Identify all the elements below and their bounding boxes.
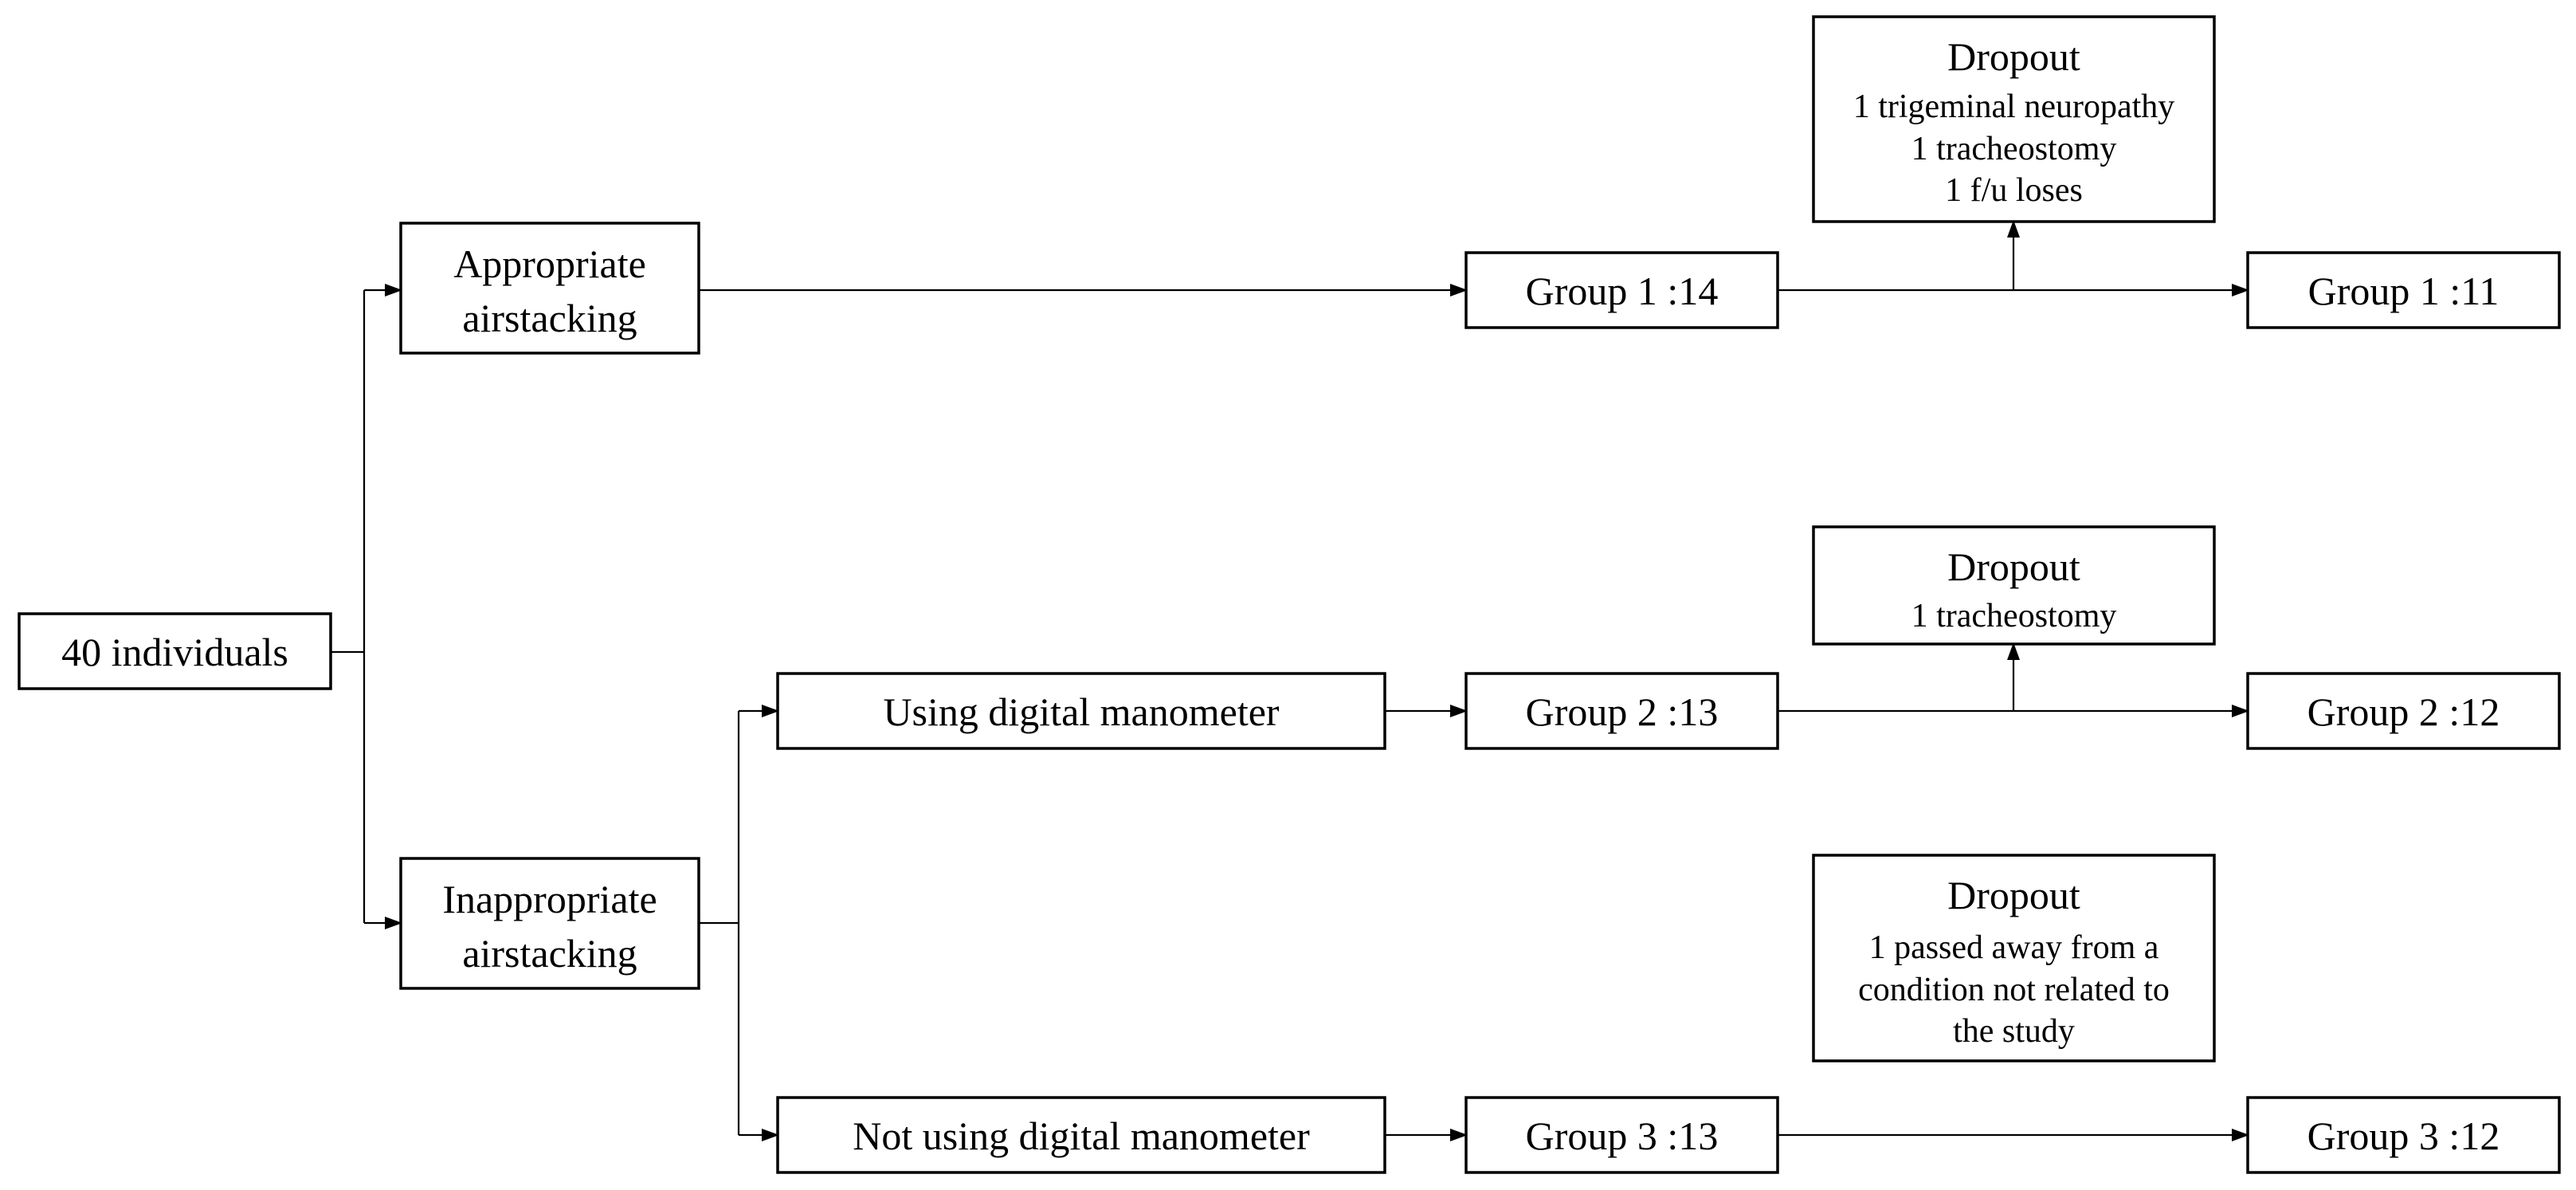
group1-start-label: Group 1 :14	[1526, 269, 1719, 313]
group3-end-label: Group 3 :12	[2307, 1113, 2500, 1158]
box-appropriate: Appropriate airstacking	[399, 222, 700, 355]
inappropriate-label-line2: airstacking	[462, 931, 637, 976]
box-inappropriate: Inappropriate airstacking	[399, 857, 700, 990]
dropout3-title: Dropout	[1947, 873, 2080, 917]
group2-start-label: Group 2 :13	[1526, 689, 1719, 734]
dropout1-detail-1: 1 trigeminal neuropathy	[1853, 88, 2175, 125]
digital-manometer-label: Using digital manometer	[883, 689, 1279, 734]
dropout3-detail-1: 1 passed away from a	[1869, 929, 2159, 966]
box-group1-start: Group 1 :14	[1464, 251, 1779, 329]
inappropriate-label-line1: Inappropriate	[442, 877, 657, 921]
start-label: 40 individuals	[61, 630, 288, 674]
dropout2-detail-1: 1 tracheostomy	[1911, 598, 2117, 634]
group2-end-label: Group 2 :12	[2307, 689, 2500, 734]
box-group3-start: Group 3 :13	[1464, 1096, 1779, 1174]
dropout1-title: Dropout	[1947, 34, 2080, 79]
dropout1-detail-2: 1 tracheostomy	[1911, 131, 2117, 167]
group1-end-label: Group 1 :11	[2308, 269, 2500, 313]
dropout3-detail-2: condition not related to	[1858, 972, 2170, 1008]
appropriate-label-line2: airstacking	[462, 296, 637, 340]
box-digital-manometer: Using digital manometer	[776, 672, 1386, 750]
box-dropout1: Dropout 1 trigeminal neuropathy 1 trache…	[1812, 15, 2216, 223]
no-digital-manometer-label: Not using digital manometer	[853, 1113, 1310, 1158]
box-dropout3: Dropout 1 passed away from a condition n…	[1812, 854, 2216, 1062]
appropriate-label-line1: Appropriate	[453, 242, 646, 286]
box-group2-end: Group 2 :12	[2246, 672, 2561, 750]
box-dropout2: Dropout 1 tracheostomy	[1812, 525, 2216, 646]
dropout2-title: Dropout	[1947, 544, 2080, 589]
box-no-digital-manometer: Not using digital manometer	[776, 1096, 1386, 1174]
box-group2-start: Group 2 :13	[1464, 672, 1779, 750]
box-start: 40 individuals	[18, 612, 332, 690]
box-group1-end: Group 1 :11	[2246, 251, 2561, 329]
box-group3-end: Group 3 :12	[2246, 1096, 2561, 1174]
connectors	[331, 220, 2249, 1141]
group3-start-label: Group 3 :13	[1526, 1113, 1719, 1158]
dropout1-detail-3: 1 f/u loses	[1945, 172, 2083, 209]
dropout3-detail-3: the study	[1953, 1013, 2075, 1050]
